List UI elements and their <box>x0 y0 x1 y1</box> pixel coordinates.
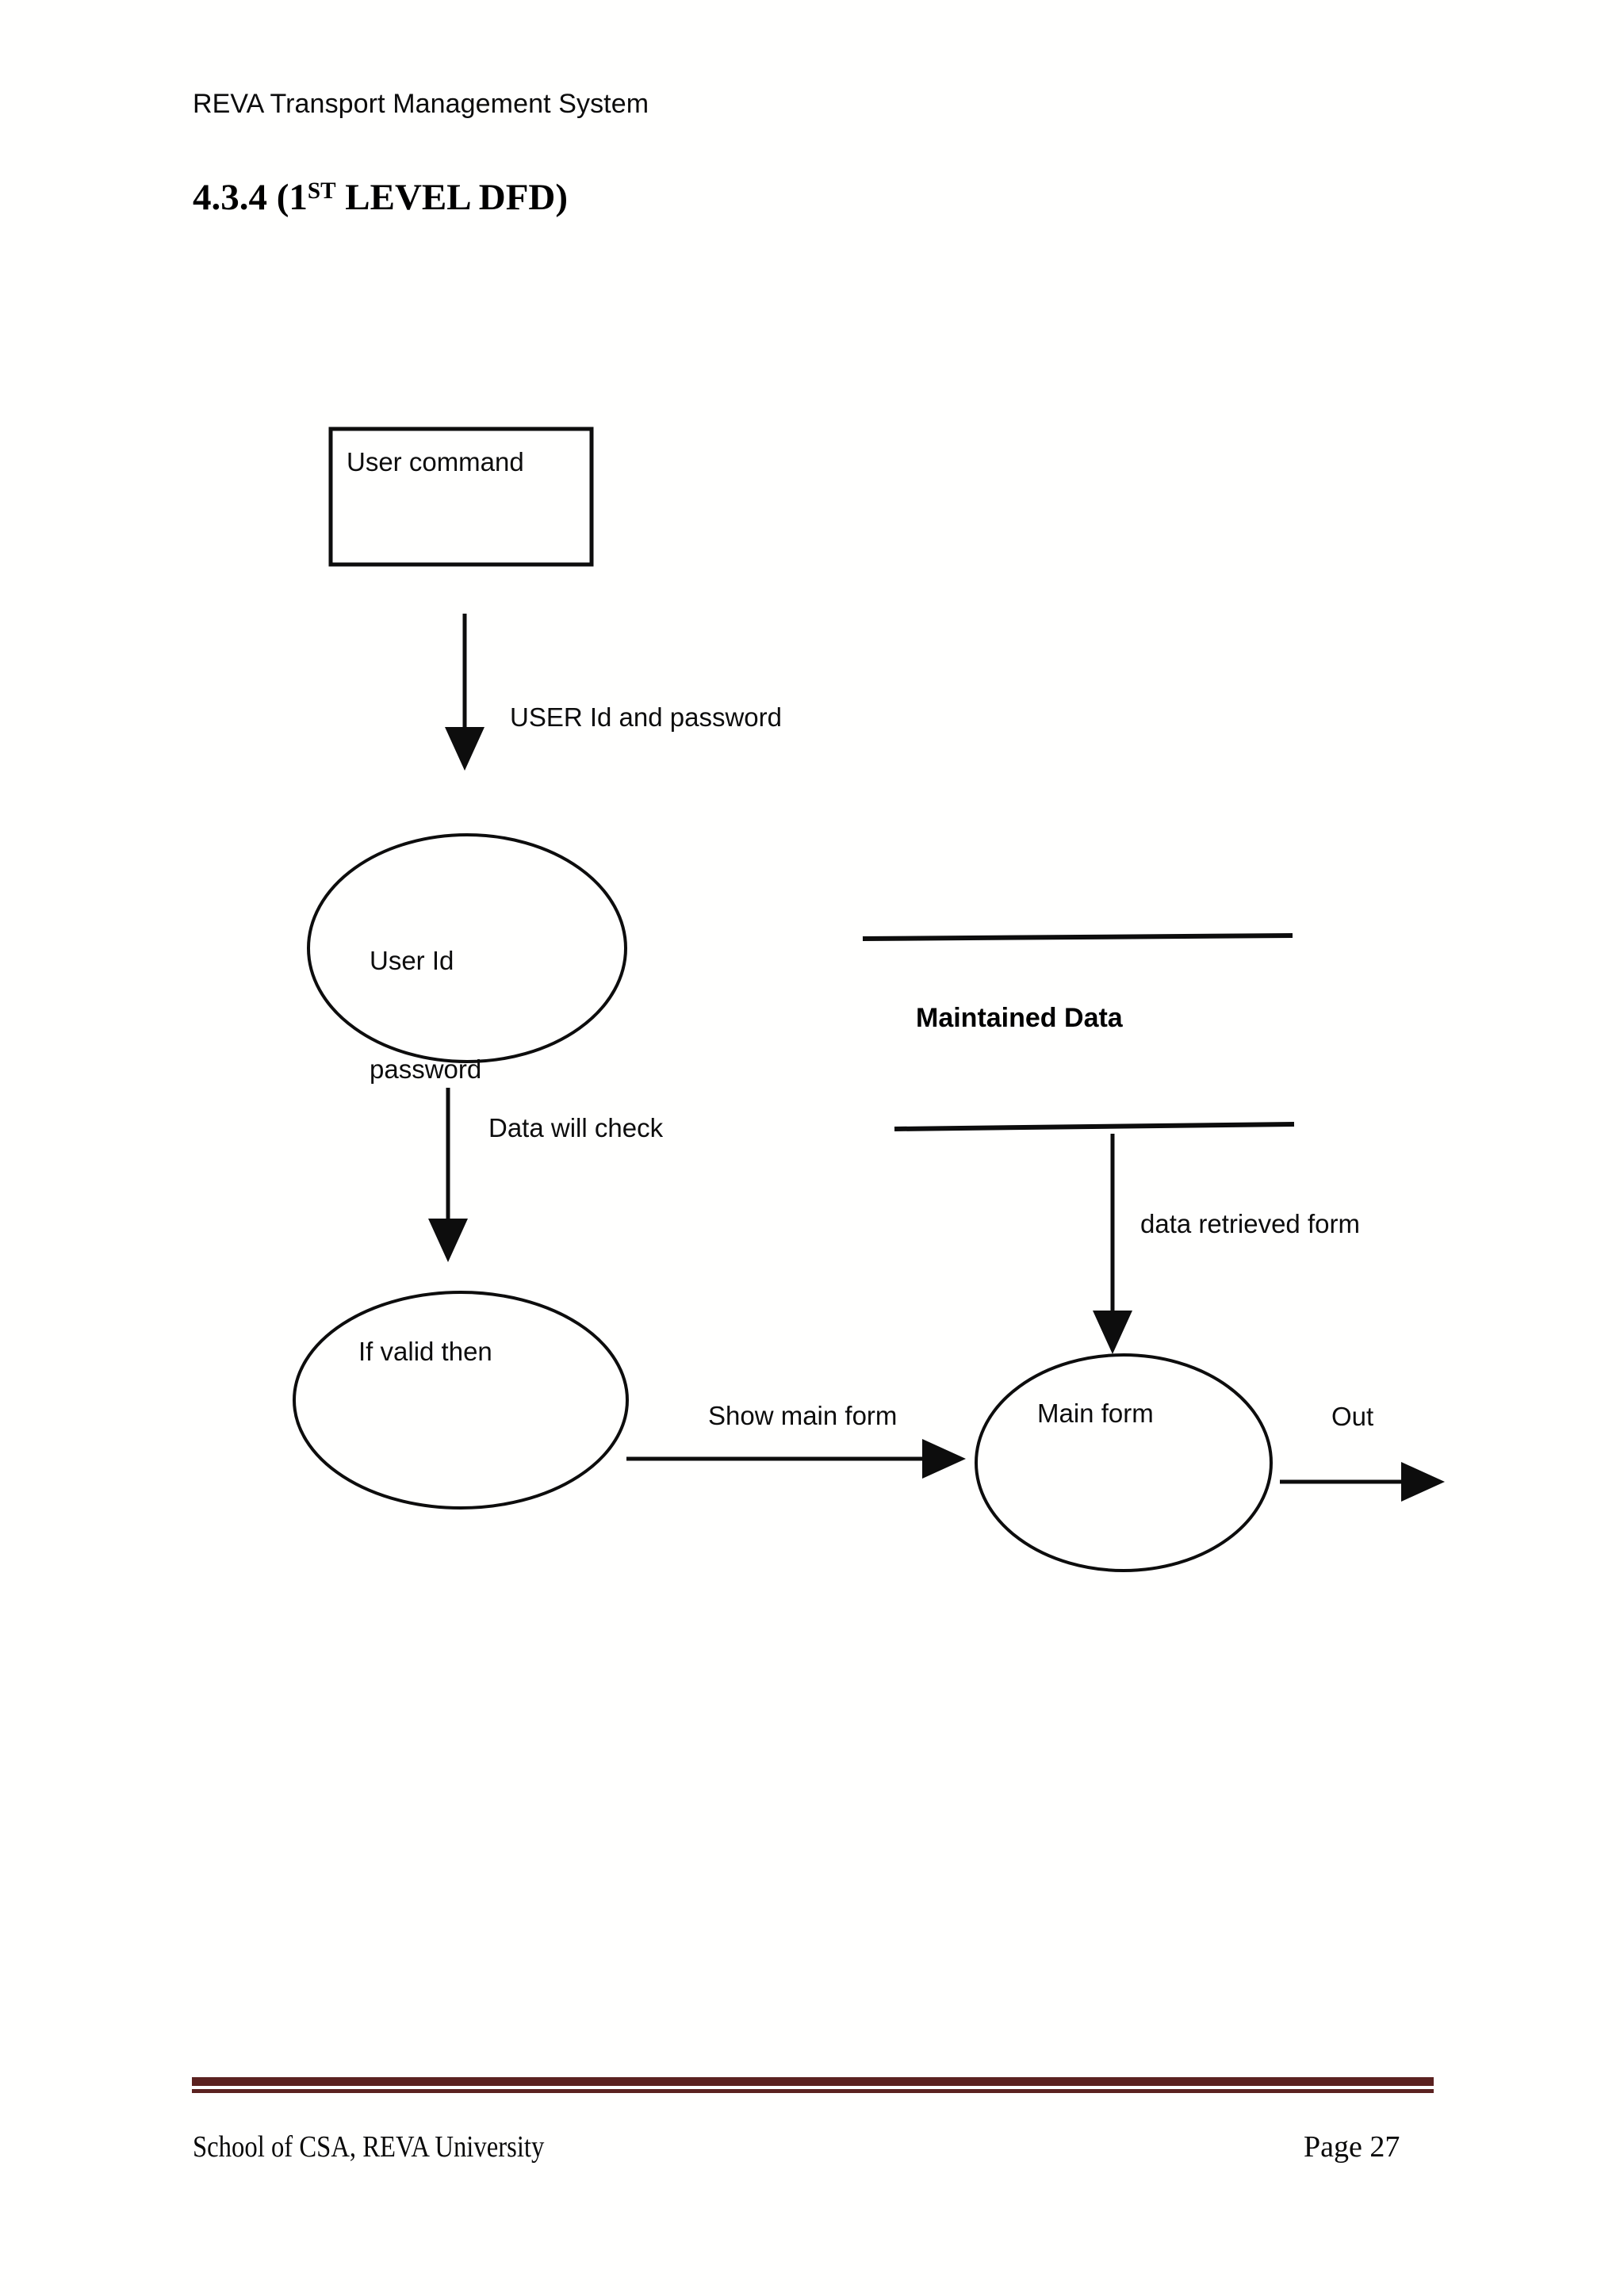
process-main-form-shape <box>975 1353 1273 1572</box>
data-store-bottom-rule <box>894 1122 1295 1131</box>
flow-label-data-will-check: Data will check <box>488 1113 664 1142</box>
footer-divider <box>192 2077 1434 2093</box>
process-user-id-password-label: User Id password <box>370 871 481 1159</box>
footer-divider-thick-rule <box>192 2077 1434 2086</box>
section-number: 4.3.4 (1 <box>193 177 308 218</box>
process-main-form-label: Main form <box>1037 1399 1154 1428</box>
process-user-id-password-line-2: password <box>370 1054 482 1084</box>
data-store-maintained-data-label: Maintained Data <box>916 1003 1123 1033</box>
external-entity-user-command-label: User command <box>347 447 524 476</box>
page-title: 4.3.4 (1ST LEVEL DFD) <box>193 176 568 219</box>
process-if-valid-then-label: If valid then <box>358 1337 492 1366</box>
section-number-ordinal-suffix: ST <box>307 178 336 205</box>
footer-page-number: Page 27 <box>1304 2130 1400 2164</box>
footer-divider-thin-rule <box>192 2089 1434 2093</box>
footer-divider-gap <box>192 2086 1434 2089</box>
process-if-valid-then-shape <box>293 1291 629 1510</box>
flow-label-out: Out <box>1331 1402 1374 1431</box>
data-store-top-rule <box>862 933 1293 941</box>
section-title-text: LEVEL DFD) <box>335 177 569 218</box>
footer-left-text: School of CSA, REVA University <box>193 2130 545 2164</box>
flow-label-show-main-form: Show main form <box>708 1401 898 1430</box>
process-user-id-password-line-1: User Id <box>370 946 454 976</box>
flow-label-user-id-and-password: USER Id and password <box>510 702 783 732</box>
flow-label-data-retrieved-form: data retrieved form <box>1140 1209 1360 1238</box>
running-header: REVA Transport Management System <box>193 89 649 119</box>
